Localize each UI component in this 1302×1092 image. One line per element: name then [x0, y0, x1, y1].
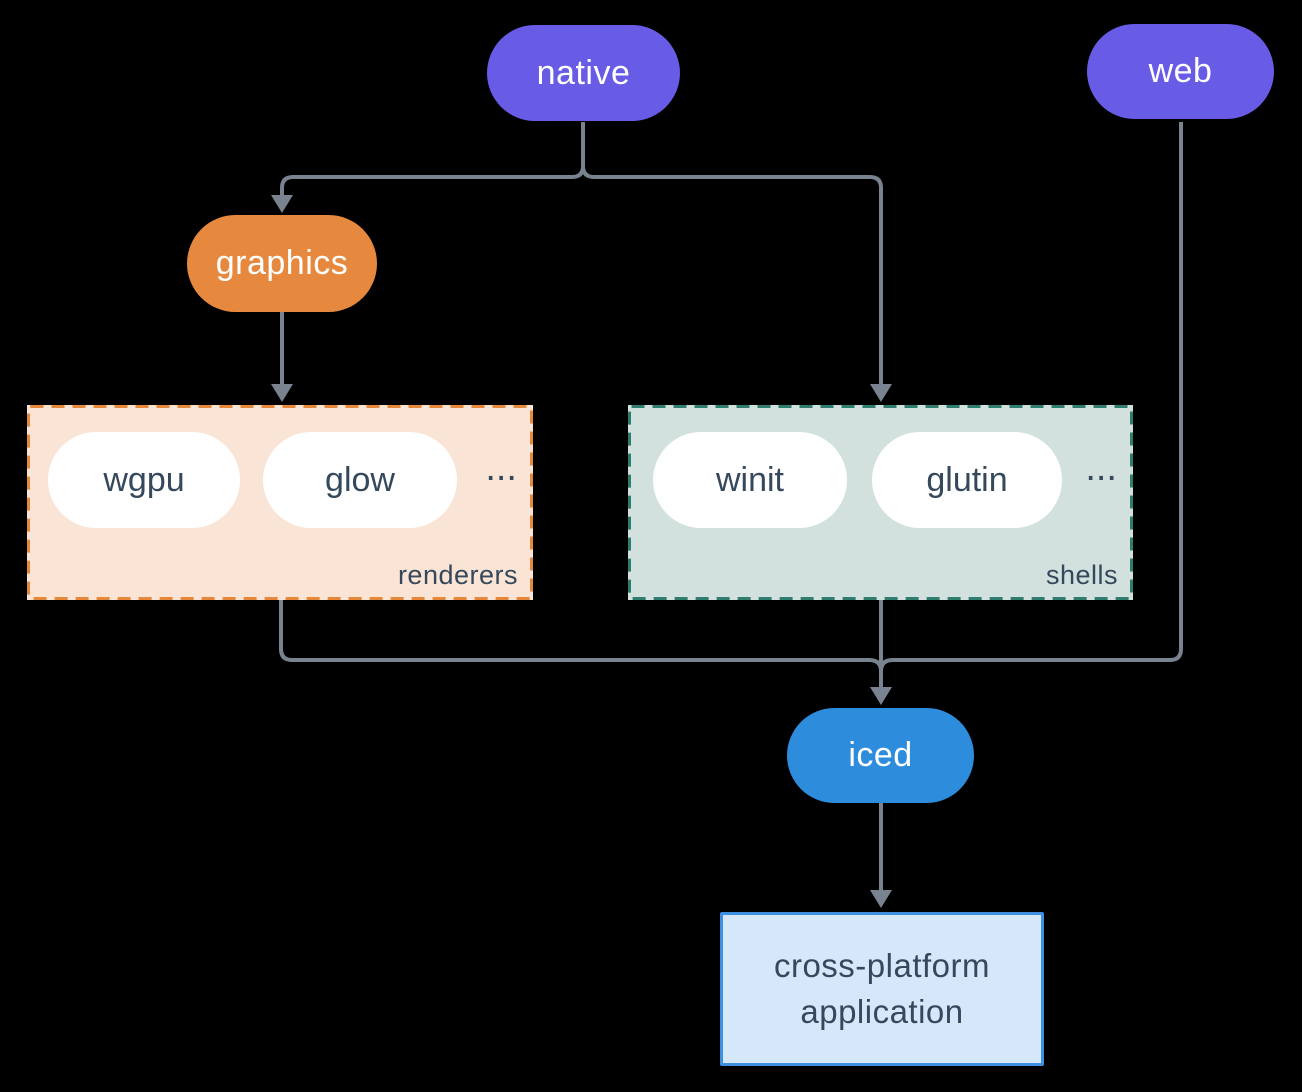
node-iced: iced	[787, 708, 974, 803]
node-graphics-label: graphics	[215, 244, 349, 282]
renderers-ellipsis: ...	[485, 447, 517, 489]
app-label-line2: application	[800, 993, 964, 1030]
node-wgpu: wgpu	[48, 432, 240, 528]
node-glutin: glutin	[872, 432, 1062, 528]
edge-native-to-shells	[581, 122, 883, 384]
node-winit: winit	[653, 432, 847, 528]
arrowhead-iced-to-app	[870, 890, 892, 908]
app-label-line1: cross-platform	[773, 947, 991, 984]
node-web: web	[1087, 24, 1274, 119]
node-glutin-label: glutin	[926, 460, 1008, 499]
shells-group-label: shells	[1045, 560, 1118, 590]
arrowhead-graphics-to-renderers	[271, 384, 293, 402]
node-glow-label: glow	[325, 460, 395, 499]
renderers-group-label: renderers	[397, 560, 518, 590]
arrowhead-merge-to-iced	[870, 687, 892, 705]
node-native: native	[487, 25, 680, 121]
arrowhead-native-to-shells	[870, 384, 892, 402]
node-native-label: native	[536, 53, 631, 92]
arrowhead-native-to-graphics	[271, 195, 293, 213]
edge-renderers-to-iced	[279, 600, 883, 672]
node-cross-platform-application: cross-platform application	[720, 912, 1044, 1066]
node-web-label: web	[1148, 52, 1213, 90]
node-glow: glow	[263, 432, 457, 528]
node-winit-label: winit	[715, 460, 785, 499]
node-wgpu-label: wgpu	[103, 460, 185, 499]
shells-group: winit glutin ... shells	[628, 405, 1133, 600]
node-iced-label: iced	[848, 736, 913, 774]
node-graphics: graphics	[187, 215, 377, 312]
renderers-group: wgpu glow ... renderers	[27, 405, 533, 600]
edge-native-to-graphics	[280, 122, 585, 195]
shells-ellipsis: ...	[1085, 447, 1117, 489]
